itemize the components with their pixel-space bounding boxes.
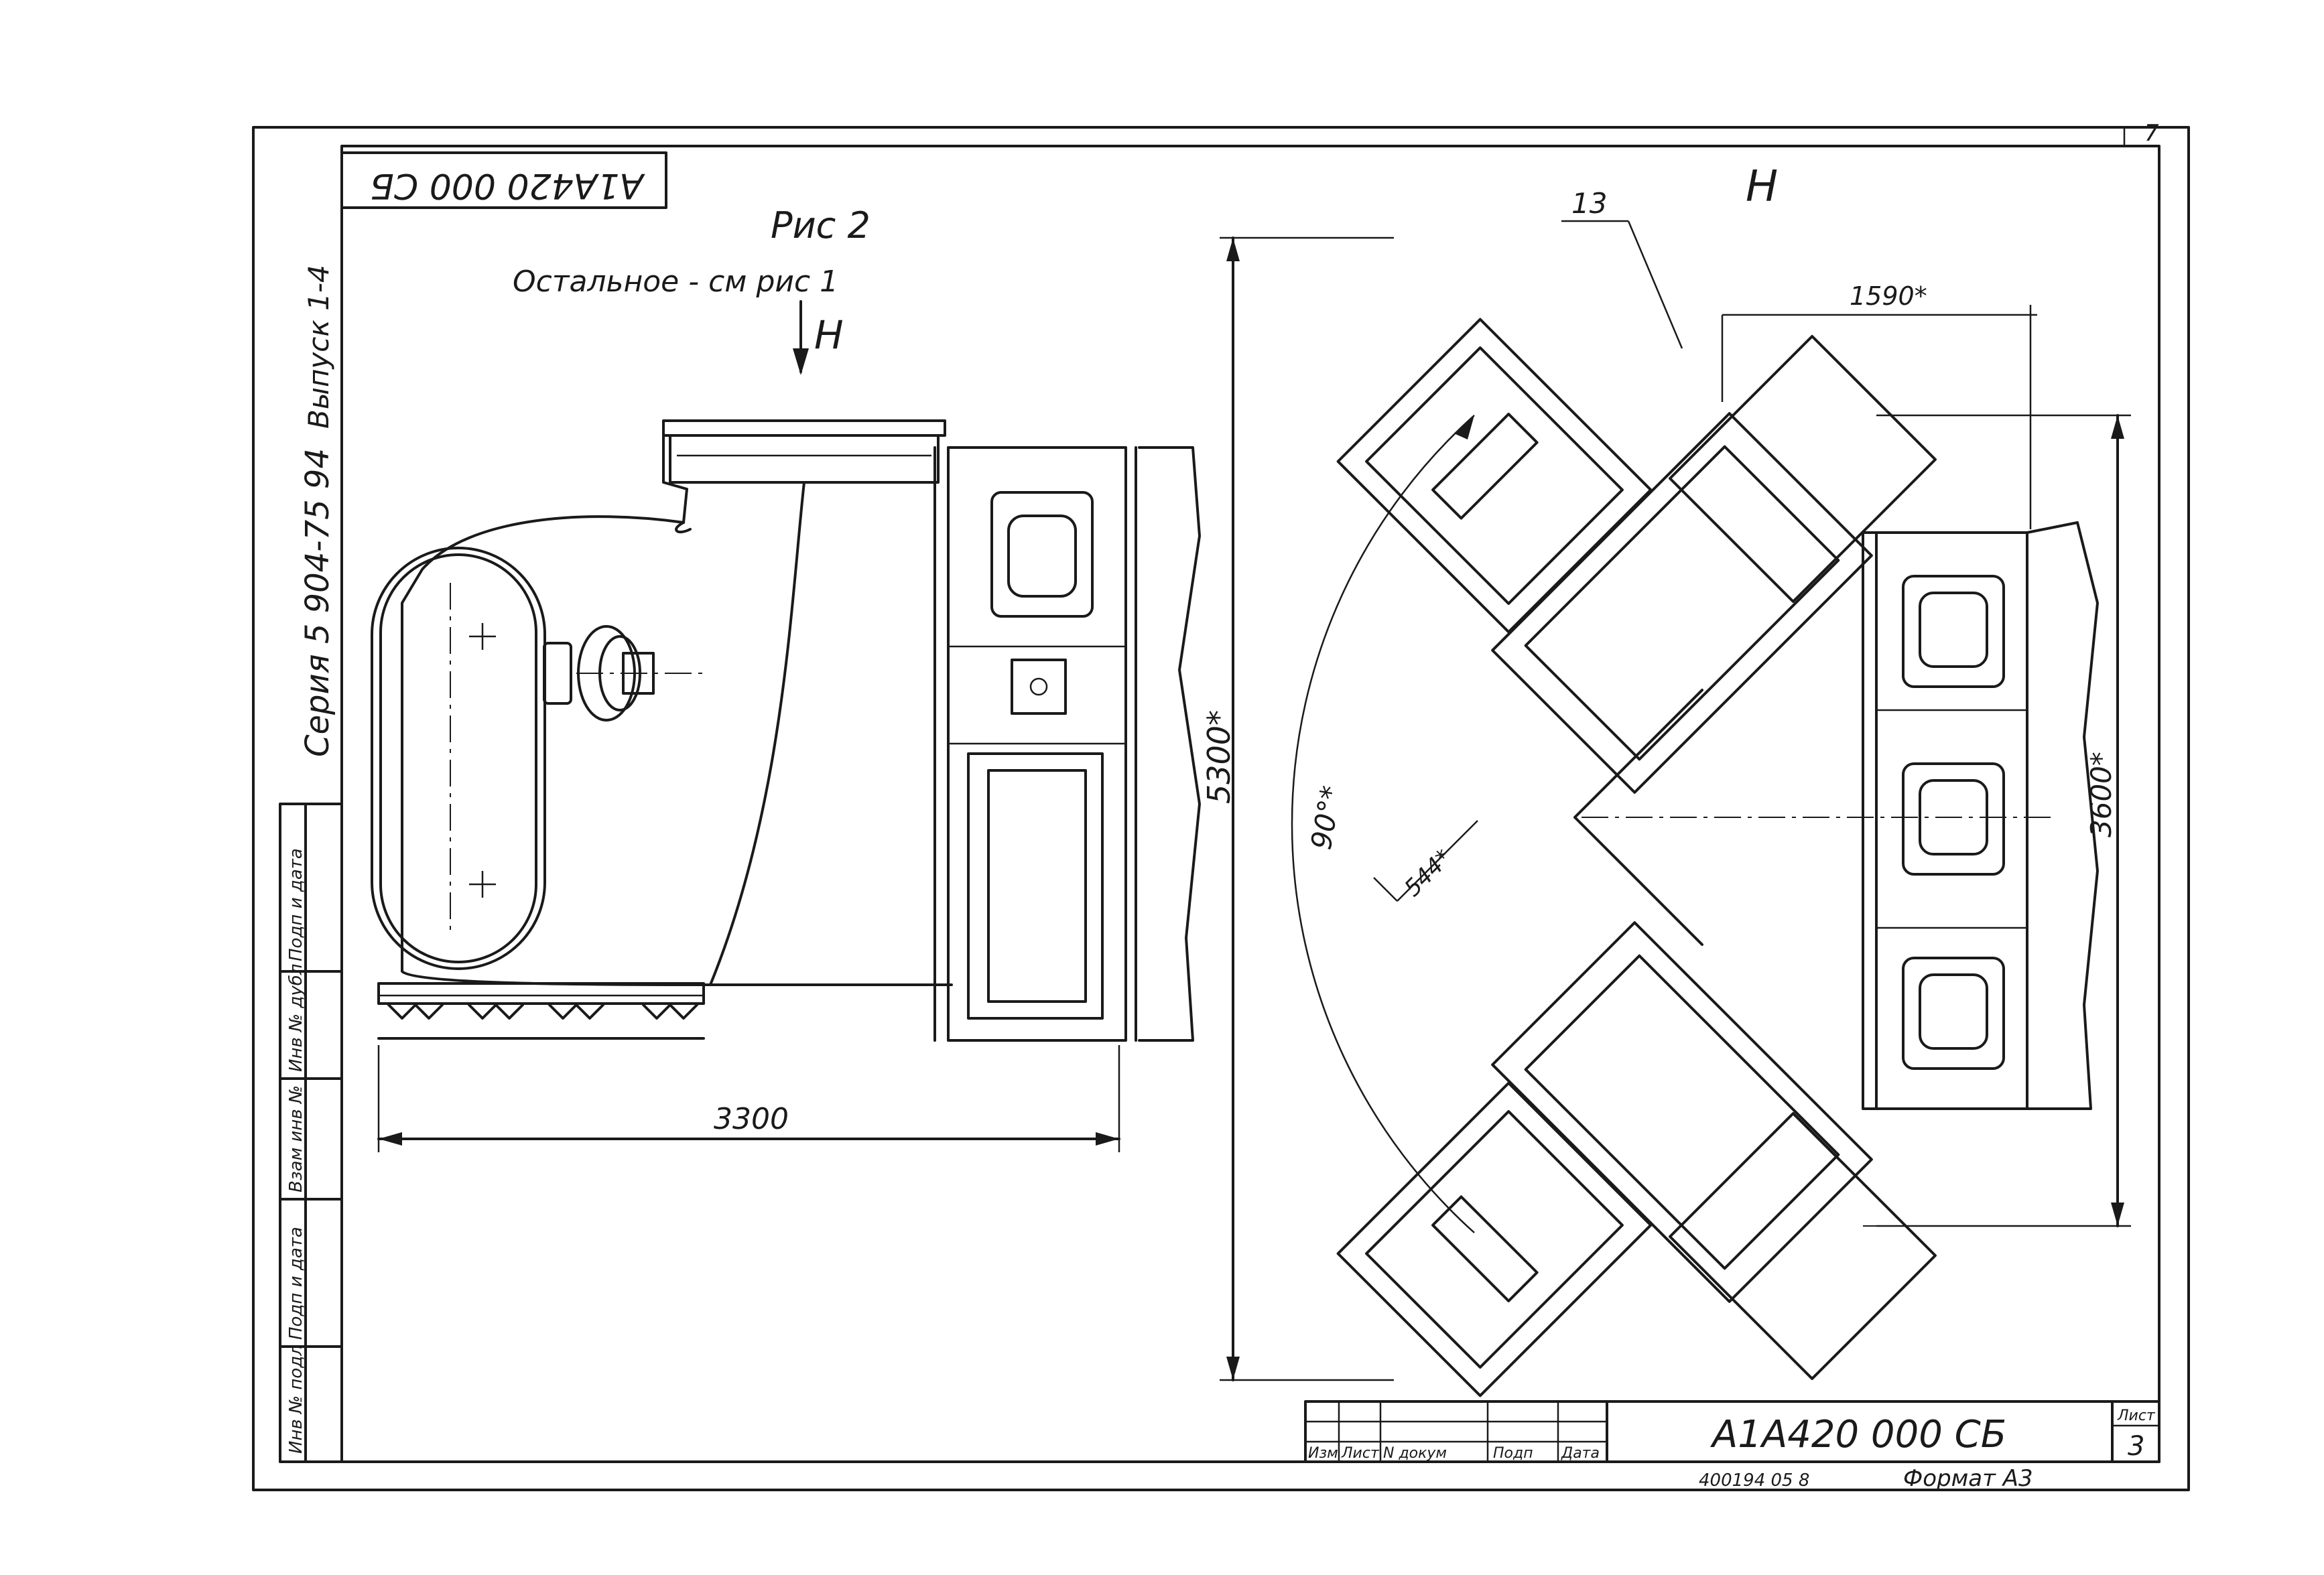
view-label-h: Н [1746,162,1778,212]
series-label: Серия 5 904-75 94 [299,448,336,757]
dimension-5300: 5300* [1201,710,1237,804]
callout-13: 13 [1571,187,1607,220]
view-arrow-label: Н [814,312,844,358]
callout-13-leader [1561,220,1683,349]
dimension-3600: 3600* [2085,752,2118,837]
dimension-angle-arc [1291,415,1475,1233]
side-label-0: Подп и дата [286,848,306,961]
dimension-width-left [377,1045,1120,1152]
sheet-number: 3 [2128,1431,2144,1462]
issue-label: Выпуск 1-4 [302,265,335,429]
left-info-strip: Серия 5 904-75 94 Выпуск 1-4 [299,265,336,757]
dimension-top-span [1721,305,2037,529]
view-arrow [793,300,809,375]
dimension-1590: 1590* [1850,281,1927,311]
title-designation: A1A420 000 СБ [1710,1413,2006,1456]
dimension-3300: 3300 [714,1102,789,1136]
sheet-label: Лист [2117,1408,2156,1424]
figure-note: Остальное - см рис 1 [513,265,838,299]
title-header-4: Дата [1561,1445,1600,1462]
dimension-offset [1373,820,1478,902]
title-header-3: Подп [1493,1445,1533,1462]
side-label-1: Инв № дубл [286,964,306,1072]
title-header-1: Лист [1341,1445,1380,1462]
dimension-angle: 90°* [1305,783,1348,852]
fan-side-elevation [371,419,1201,1042]
format-label: Формат А3 [1903,1465,2033,1492]
top-stamp-designation: A1A420 000 CБ [370,165,645,206]
side-label-4: Инв № подл [286,1345,306,1454]
top-stamp: A1A420 000 CБ [340,151,667,209]
bottom-code: 400194 05 8 [1699,1470,1809,1491]
plan-view [1336,318,2099,1397]
figure-title: Рис 2 [771,204,870,247]
title-header-2: N докум [1383,1445,1447,1462]
side-label-3: Подп и дата [286,1227,306,1340]
page-corner-number: 7 [2144,120,2159,147]
dimension-span-right [1876,414,2131,1227]
side-label-2: Взам инв № [286,1085,306,1192]
dimension-height-total [1220,236,1394,1381]
dimension-544: 544* [1399,844,1457,902]
title-block [1304,1400,2160,1463]
side-stamp-table: Подп и дата Инв № дубл Взам инв № Подп и… [279,803,343,1463]
title-header-0: Изм [1308,1445,1338,1462]
